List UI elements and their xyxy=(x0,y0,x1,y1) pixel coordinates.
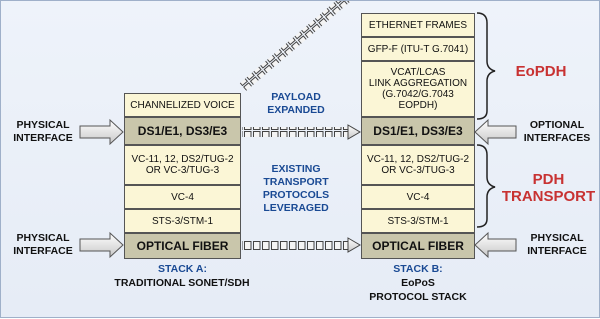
stack-a-sts3-layer: STS-3/STM-1 xyxy=(124,209,241,233)
eopdh-label: EoPDH xyxy=(515,63,567,80)
stack-b-caption-line3: PROTOCOL STACK xyxy=(369,291,467,303)
chain-arrow-ds1 xyxy=(242,124,361,140)
stack-a-vc4-layer: VC-4 xyxy=(124,185,241,209)
left-arrow-top xyxy=(79,118,124,146)
stack-b-caption-line2: EoPoS xyxy=(401,277,435,289)
payload-expanded-label: PAYLOAD EXPANDED xyxy=(267,91,325,116)
left-physical-interface-top: PHYSICAL INTERFACE xyxy=(13,119,73,144)
right-arrow-physical xyxy=(474,231,517,259)
existing-protocols-label: EXISTING TRANSPORT PROTOCOLS LEVERAGED xyxy=(262,163,330,214)
right-physical-interface: PHYSICAL INTERFACE xyxy=(527,232,587,257)
right-arrow-optional xyxy=(474,118,517,146)
stack-b-gfp-layer: GFP-F (ITU-T G.7041) xyxy=(361,37,475,61)
stack-a-optical-fiber: OPTICAL FIBER xyxy=(124,233,241,259)
stack-a-ds1-layer: DS1/E1, DS3/E3 xyxy=(124,117,241,145)
stack-a-channelized-voice: CHANNELIZED VOICE xyxy=(124,93,241,117)
stack-b-sts3-layer: STS-3/STM-1 xyxy=(361,209,475,233)
stack-a-caption-title: STACK A: xyxy=(158,263,207,275)
stack-a-caption-subtitle: TRADITIONAL SONET/SDH xyxy=(114,277,250,289)
stack-b-ds1-layer: DS1/E1, DS3/E3 xyxy=(361,117,475,145)
stack-b-optical-fiber: OPTICAL FIBER xyxy=(361,233,475,259)
brace-pdh xyxy=(476,144,496,228)
right-optional-interfaces: OPTIONAL INTERFACES xyxy=(523,119,591,144)
chain-arrow-diagonal xyxy=(239,1,355,91)
stack-b-caption-title: STACK B: xyxy=(393,263,443,275)
left-physical-interface-bottom: PHYSICAL INTERFACE xyxy=(13,232,73,257)
brace-eopdh xyxy=(476,12,496,120)
pdh-transport-line2: TRANSPORT xyxy=(501,188,596,205)
stack-a-vc11-layer: VC-11, 12, DS2/TUG-2 OR VC-3/TUG-3 xyxy=(124,145,241,185)
stack-b-vc4-layer: VC-4 xyxy=(361,185,475,209)
left-arrow-bottom xyxy=(79,231,124,259)
chain-arrow-fiber xyxy=(242,237,361,253)
stack-b-vc11-layer: VC-11, 12, DS2/TUG-2 OR VC-3/TUG-3 xyxy=(361,145,475,185)
stack-b-vcat-layer: VCAT/LCAS LINK AGGREGATION (G.7042/G.704… xyxy=(361,61,475,117)
pdh-transport-line1: PDH xyxy=(532,171,565,188)
stack-b-ethernet-frames: ETHERNET FRAMES xyxy=(361,13,475,37)
